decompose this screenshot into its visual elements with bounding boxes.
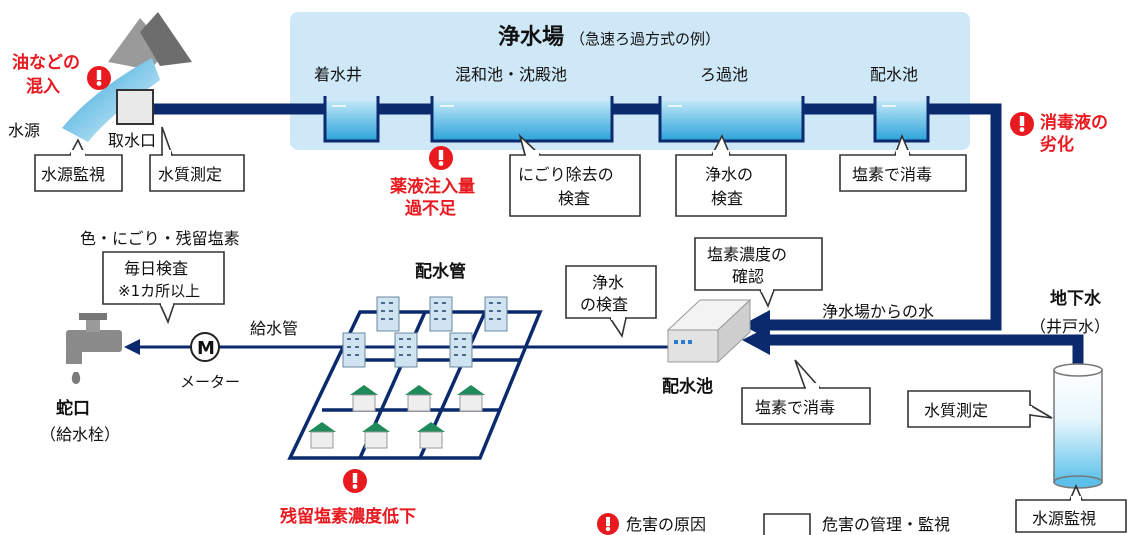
callout-source-quality [149, 126, 245, 192]
callout-purified-check-dist [565, 265, 657, 339]
meter-icon [190, 332, 220, 362]
tank-distribution [873, 96, 930, 143]
reservoir-icon [666, 298, 752, 364]
supply-arrow [124, 339, 140, 355]
stage-distribution-tank: 配水池 [870, 65, 918, 84]
houses [308, 385, 485, 449]
stage-mixing-settling: 混和池・沈殿池 [455, 65, 567, 84]
intake-box [116, 89, 154, 125]
hazard-oil-line2: 混入 [26, 77, 60, 97]
purified-check-line1: 浄水の [705, 165, 753, 184]
dist-purified-line1: 浄水 [592, 273, 624, 292]
hazard-residual-chlorine: 残留塩素濃度低下 [280, 506, 416, 527]
hazard-chemical-line2: 過不足 [405, 199, 456, 219]
daily-check-line1: 毎日検査 [124, 259, 188, 278]
gw-monitor-text: 水源監視 [1032, 509, 1096, 528]
meter-label: メーター [180, 373, 240, 391]
main-pipe-label: 配水管 [415, 261, 466, 282]
callout-chlorine-dist [741, 359, 871, 425]
source-monitor-text: 水源監視 [41, 165, 105, 184]
legend-control-box [763, 513, 811, 535]
arrow-groundwater-to-reservoir [742, 326, 770, 355]
well-icon [1053, 363, 1103, 489]
hazard-icon [343, 469, 367, 493]
hazard-icon [429, 146, 453, 170]
chlorine-dist-text: 塩素で消毒 [755, 398, 835, 417]
buildings [342, 296, 508, 368]
source-quality-text: 水質測定 [158, 165, 222, 184]
reservoir-label: 配水池 [662, 376, 713, 397]
legend-hazard-cause: 危害の原因 [626, 515, 706, 534]
hazard-icon [1010, 112, 1034, 136]
chlorine-plant-text: 塩素で消毒 [852, 165, 932, 184]
supply-pipe-label: 給水管 [250, 319, 298, 338]
groundwater-title: 地下水 [1050, 288, 1102, 309]
groundwater-sub: （井戸水） [1030, 317, 1110, 336]
callout-gw-quality [907, 390, 1053, 428]
daily-check-line2: ※1カ所以上 [118, 282, 200, 300]
tap-label: 蛇口 [56, 398, 90, 419]
stage-receiving-well: 着水井 [314, 65, 362, 84]
hazard-disinfectant-line2: 劣化 [1040, 134, 1074, 155]
faucet-icon [66, 313, 122, 384]
turbidity-check-line2: 検査 [558, 189, 590, 208]
callout-chlorine-plant [839, 133, 967, 192]
mountain-back-icon [140, 12, 192, 66]
chlorine-confirm-line1: 塩素濃度の [707, 245, 787, 264]
hazard-oil-line1: 油などの [12, 52, 80, 73]
tap-sub-label: （給水栓） [40, 425, 120, 444]
dist-purified-line2: の検査 [580, 295, 628, 314]
tank-filtration [658, 96, 805, 143]
tap-title: 色・にごり・残留塩素 [80, 229, 240, 248]
hazard-icon [597, 513, 619, 535]
plant-title: 浄水場 [498, 24, 564, 50]
callout-chlorine-confirm [694, 237, 823, 308]
tank-mixing-settling [430, 96, 614, 143]
legend-hazard-control: 危害の管理・監視 [822, 515, 950, 534]
chlorine-confirm-line2: 確認 [732, 267, 764, 286]
callout-turbidity-check [509, 133, 641, 217]
from-plant-label: 浄水場からの水 [822, 302, 934, 321]
hazard-disinfectant-line1: 消毒液の [1040, 112, 1108, 133]
stream-icon [62, 58, 160, 142]
callout-purified-check [675, 134, 787, 217]
callout-daily-check [102, 251, 225, 325]
intake-label: 取水口 [108, 131, 156, 150]
hazard-chemical-line1: 薬液注入量 [390, 176, 475, 197]
legend: 危害の原因 危害の管理・監視 [597, 513, 950, 535]
tank-receiving-well [323, 96, 380, 143]
meter-symbol: M [197, 338, 215, 359]
gw-quality-text: 水質測定 [924, 401, 988, 420]
source-label: 水源 [8, 121, 40, 140]
callout-gw-monitor [1015, 483, 1127, 533]
plant-subtitle: （急速ろ過方式の例） [570, 30, 720, 48]
purified-check-line2: 検査 [711, 189, 743, 208]
turbidity-check-line1: にごり除去の [518, 165, 614, 184]
hazard-icon [87, 66, 111, 90]
mountain-icon [108, 18, 168, 70]
stage-filtration: ろ過池 [700, 65, 748, 84]
